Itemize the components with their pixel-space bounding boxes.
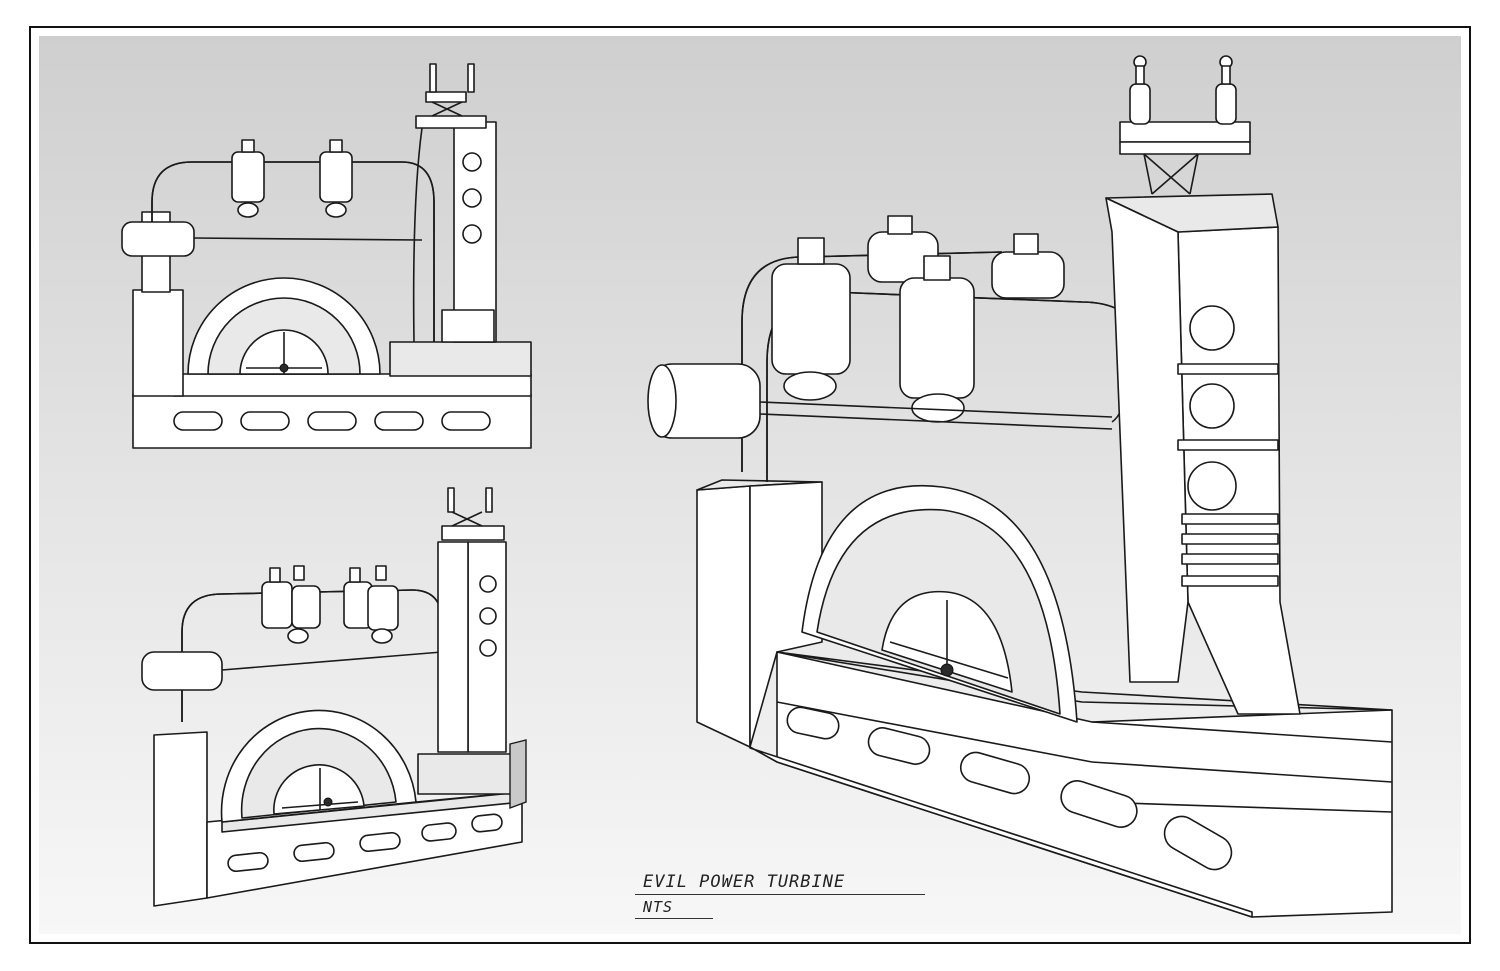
canisters (771, 215, 1065, 423)
turbine-wheel (187, 277, 381, 375)
scale-underline (635, 918, 713, 919)
turbine-wheel (220, 709, 417, 823)
three-quarter-view (141, 487, 527, 907)
turbine-illustrations (121, 55, 1393, 918)
power-tower (412, 63, 497, 343)
scale-note: NTS (643, 898, 674, 916)
canisters (261, 565, 399, 644)
turbine-wheel (801, 485, 1078, 723)
drawing-panel: EVIL POWER TURBINE NTS (39, 36, 1461, 934)
base-slots (173, 411, 491, 431)
base-slots (227, 813, 503, 873)
power-tower (1105, 55, 1301, 715)
power-tower (437, 487, 507, 753)
title-underline (635, 894, 925, 895)
canisters (231, 139, 353, 218)
sheet-title: EVIL POWER TURBINE (643, 872, 846, 892)
elevation-view (121, 63, 532, 449)
drawing-sheet-frame: EVIL POWER TURBINE NTS (29, 26, 1471, 944)
perspective-view (647, 55, 1393, 918)
base-slots (786, 706, 1233, 871)
